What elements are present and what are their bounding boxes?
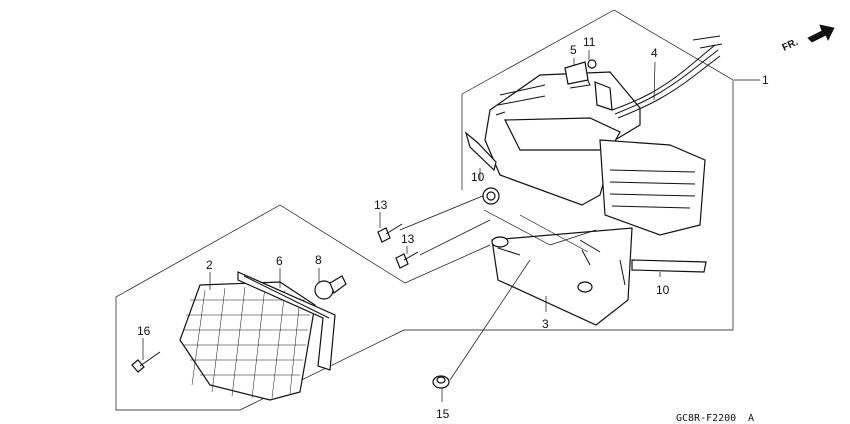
callout-8: 8 [315, 253, 322, 267]
callout-3: 3 [542, 317, 549, 331]
taillight-housing [484, 69, 706, 236]
callout-5: 5 [570, 43, 577, 57]
screws-13 [377, 223, 419, 269]
wire-harness [611, 35, 723, 119]
guide-lines [399, 194, 597, 381]
callout-11: 11 [583, 35, 596, 49]
bulb-socket [482, 187, 500, 205]
grommet [432, 375, 450, 389]
taillight-lens [179, 281, 316, 401]
screw-16 [131, 351, 161, 373]
drawing-revision: A [748, 413, 754, 424]
lens-gasket [237, 271, 336, 371]
callout-13-upper: 13 [374, 198, 388, 212]
seal-strips [464, 131, 707, 273]
bulb [314, 275, 347, 300]
small-hardware [564, 59, 597, 85]
callout-10-upper: 10 [471, 170, 485, 184]
callout-13-lower: 13 [401, 232, 415, 246]
direction-label: FR. [781, 37, 800, 54]
callout-6: 6 [276, 254, 283, 268]
callout-4: 4 [651, 46, 658, 60]
leader-lines [142, 50, 760, 402]
callout-10-lower: 10 [656, 283, 670, 297]
license-plate-bracket [491, 227, 633, 326]
callout-1: 1 [762, 73, 769, 87]
callout-numbers: 1 2 3 4 5 6 8 10 10 11 13 13 15 16 [137, 35, 769, 421]
callout-15: 15 [436, 407, 450, 421]
direction-arrow-icon [807, 24, 835, 43]
front-direction-indicator: FR. [781, 24, 835, 54]
assembly-boundary-lines [115, 9, 734, 411]
callout-2: 2 [206, 258, 213, 272]
drawing-code-block: GC8R-F2200 A [676, 413, 754, 424]
callout-16: 16 [137, 324, 151, 338]
drawing-code: GC8R-F2200 [676, 413, 736, 424]
